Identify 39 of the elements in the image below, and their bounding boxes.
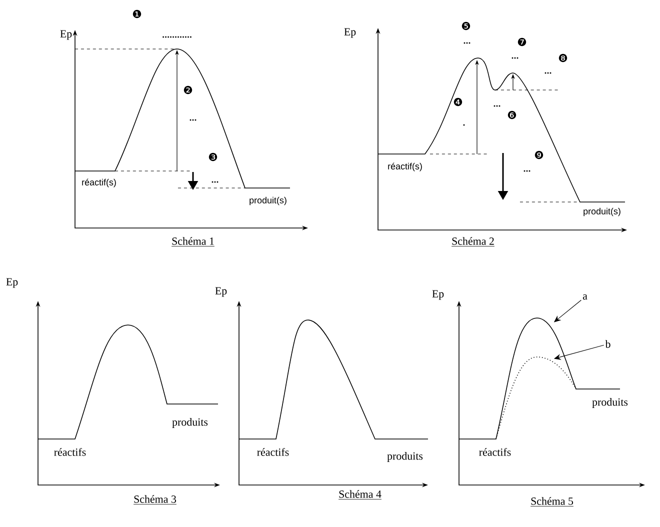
callout-number: ❼ bbox=[518, 38, 526, 46]
level-label: réactifs bbox=[257, 448, 289, 456]
blank-dots: ... bbox=[212, 181, 218, 183]
curve-label: a bbox=[582, 294, 588, 300]
callout-number: ❺ bbox=[462, 22, 470, 30]
blank-dots: ... bbox=[190, 119, 196, 121]
blank-dots: ... bbox=[524, 170, 530, 172]
axis-label: Ep bbox=[344, 28, 356, 38]
blank-dots: ... bbox=[544, 72, 552, 74]
level-label: produits bbox=[592, 398, 628, 408]
blank-dots: ............ bbox=[162, 36, 192, 38]
blank-dots: ... bbox=[464, 42, 470, 44]
level-label: produit(s) bbox=[250, 196, 286, 206]
level-label: réactif(s) bbox=[82, 178, 116, 188]
level-label: réactif(s) bbox=[388, 162, 422, 172]
schema-caption: Schéma 2 bbox=[451, 237, 495, 246]
schema-caption: Schéma 4 bbox=[338, 490, 382, 500]
schema-caption: Schéma 5 bbox=[530, 497, 574, 506]
blank-dots: ... bbox=[512, 57, 518, 59]
level-label: réactifs bbox=[479, 448, 511, 456]
blank-dots: . bbox=[463, 124, 465, 126]
callout-number: ❾ bbox=[534, 150, 544, 160]
callout-number: ❶ bbox=[132, 10, 142, 18]
axis-label: Ep bbox=[6, 278, 18, 288]
axis-label: Ep bbox=[60, 30, 72, 40]
callout-number: ❸ bbox=[208, 152, 218, 162]
callout-number: ❻ bbox=[508, 110, 516, 120]
level-label: produit(s) bbox=[584, 208, 620, 216]
axis-label: Ep bbox=[432, 290, 444, 300]
callout-number: ❷ bbox=[184, 86, 192, 94]
callout-number: ❹ bbox=[454, 98, 462, 106]
level-label: produits bbox=[387, 452, 423, 462]
schema-caption: Schéma 3 bbox=[133, 495, 177, 504]
blank-dots: ... bbox=[494, 105, 500, 107]
schema-caption: Schéma 1 bbox=[171, 237, 215, 246]
callout-number: ❽ bbox=[558, 54, 568, 62]
level-label: produits bbox=[172, 418, 208, 428]
axis-label: Ep bbox=[215, 287, 227, 297]
level-label: réactifs bbox=[54, 448, 86, 456]
